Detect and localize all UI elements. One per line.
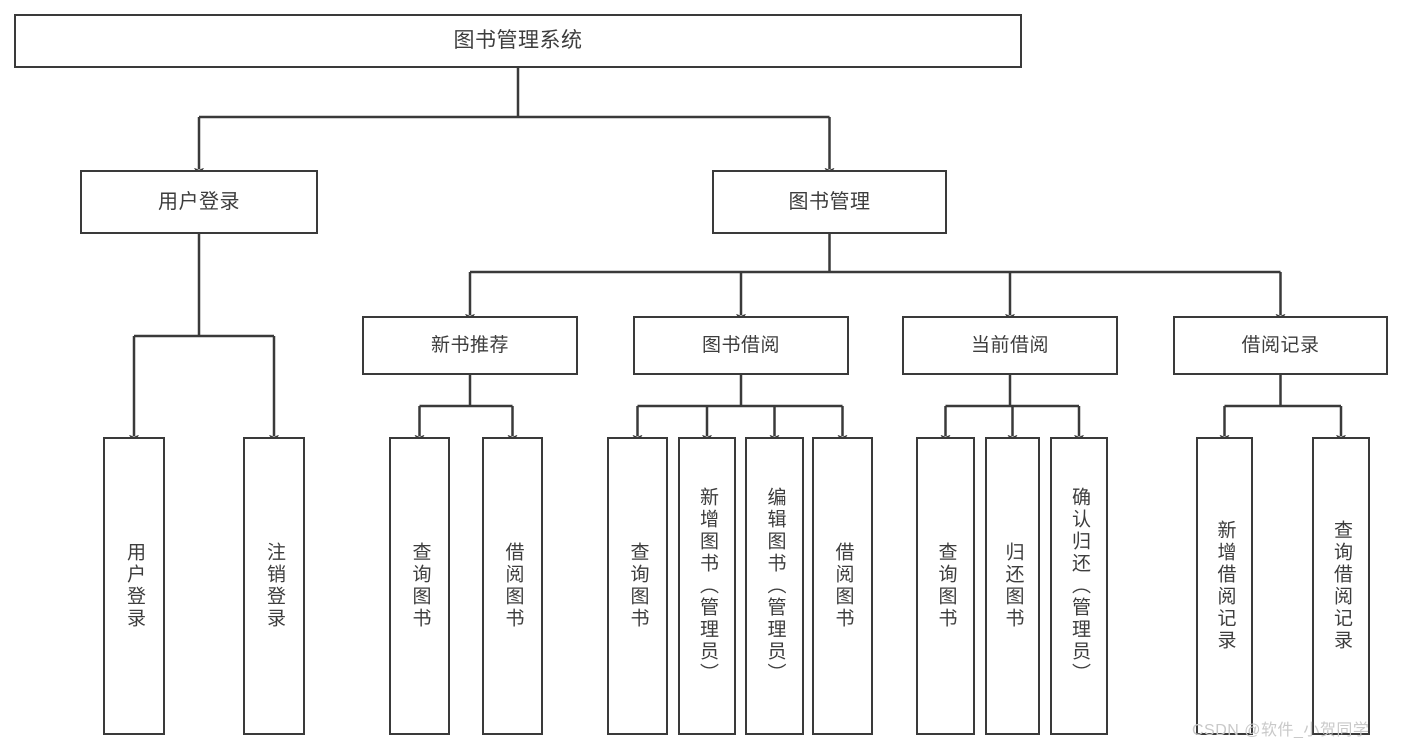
- node-box-l-borrow1[interactable]: 借阅图书: [482, 437, 543, 735]
- node-label-records: 借阅记录: [1241, 334, 1320, 356]
- node-label-current: 当前借阅: [970, 334, 1049, 356]
- node-label-l-borrow2: 借阅图书: [832, 542, 854, 630]
- node-label-l-addrec: 新增借阅记录: [1214, 520, 1236, 652]
- node-box-l-borrow2[interactable]: 借阅图书: [812, 437, 873, 735]
- node-box-l-add[interactable]: 新增图书（管理员）: [678, 437, 736, 735]
- node-box-l-queryrec[interactable]: 查询借阅记录: [1312, 437, 1370, 735]
- node-label-l-query1: 查询图书: [409, 542, 431, 630]
- node-box-l-userlogin[interactable]: 用户登录: [103, 437, 165, 735]
- node-label-l-query3: 查询图书: [935, 542, 957, 630]
- node-box-newbooks[interactable]: 新书推荐: [362, 316, 578, 375]
- node-label-l-add: 新增图书（管理员）: [696, 487, 718, 685]
- node-box-l-return[interactable]: 归还图书: [985, 437, 1040, 735]
- node-box-login[interactable]: 用户登录: [80, 170, 318, 234]
- node-box-bookmgmt[interactable]: 图书管理: [712, 170, 947, 234]
- node-label-newbooks: 新书推荐: [430, 334, 509, 356]
- node-label-l-logout: 注销登录: [263, 542, 285, 630]
- node-label-l-userlogin: 用户登录: [123, 542, 145, 630]
- node-label-l-queryrec: 查询借阅记录: [1330, 520, 1352, 652]
- node-label-l-edit: 编辑图书（管理员）: [764, 487, 786, 685]
- node-box-l-addrec[interactable]: 新增借阅记录: [1196, 437, 1253, 735]
- node-label-login: 用户登录: [158, 190, 240, 213]
- node-label-l-query2: 查询图书: [627, 542, 649, 630]
- node-label-borrow: 图书借阅: [701, 334, 780, 356]
- node-box-l-edit[interactable]: 编辑图书（管理员）: [745, 437, 804, 735]
- node-label-l-confirm: 确认归还（管理员）: [1068, 487, 1090, 685]
- node-box-records[interactable]: 借阅记录: [1173, 316, 1388, 375]
- node-label-l-borrow1: 借阅图书: [502, 542, 524, 630]
- node-label-l-return: 归还图书: [1002, 542, 1024, 630]
- node-label-root: 图书管理系统: [453, 28, 583, 52]
- node-box-l-query1[interactable]: 查询图书: [389, 437, 450, 735]
- node-box-borrow[interactable]: 图书借阅: [633, 316, 849, 375]
- node-box-l-query3[interactable]: 查询图书: [916, 437, 975, 735]
- node-box-l-confirm[interactable]: 确认归还（管理员）: [1050, 437, 1108, 735]
- node-box-root[interactable]: 图书管理系统: [14, 14, 1022, 68]
- node-box-l-query2[interactable]: 查询图书: [607, 437, 668, 735]
- node-label-bookmgmt: 图书管理: [788, 190, 871, 213]
- node-box-current[interactable]: 当前借阅: [902, 316, 1118, 375]
- node-box-l-logout[interactable]: 注销登录: [243, 437, 305, 735]
